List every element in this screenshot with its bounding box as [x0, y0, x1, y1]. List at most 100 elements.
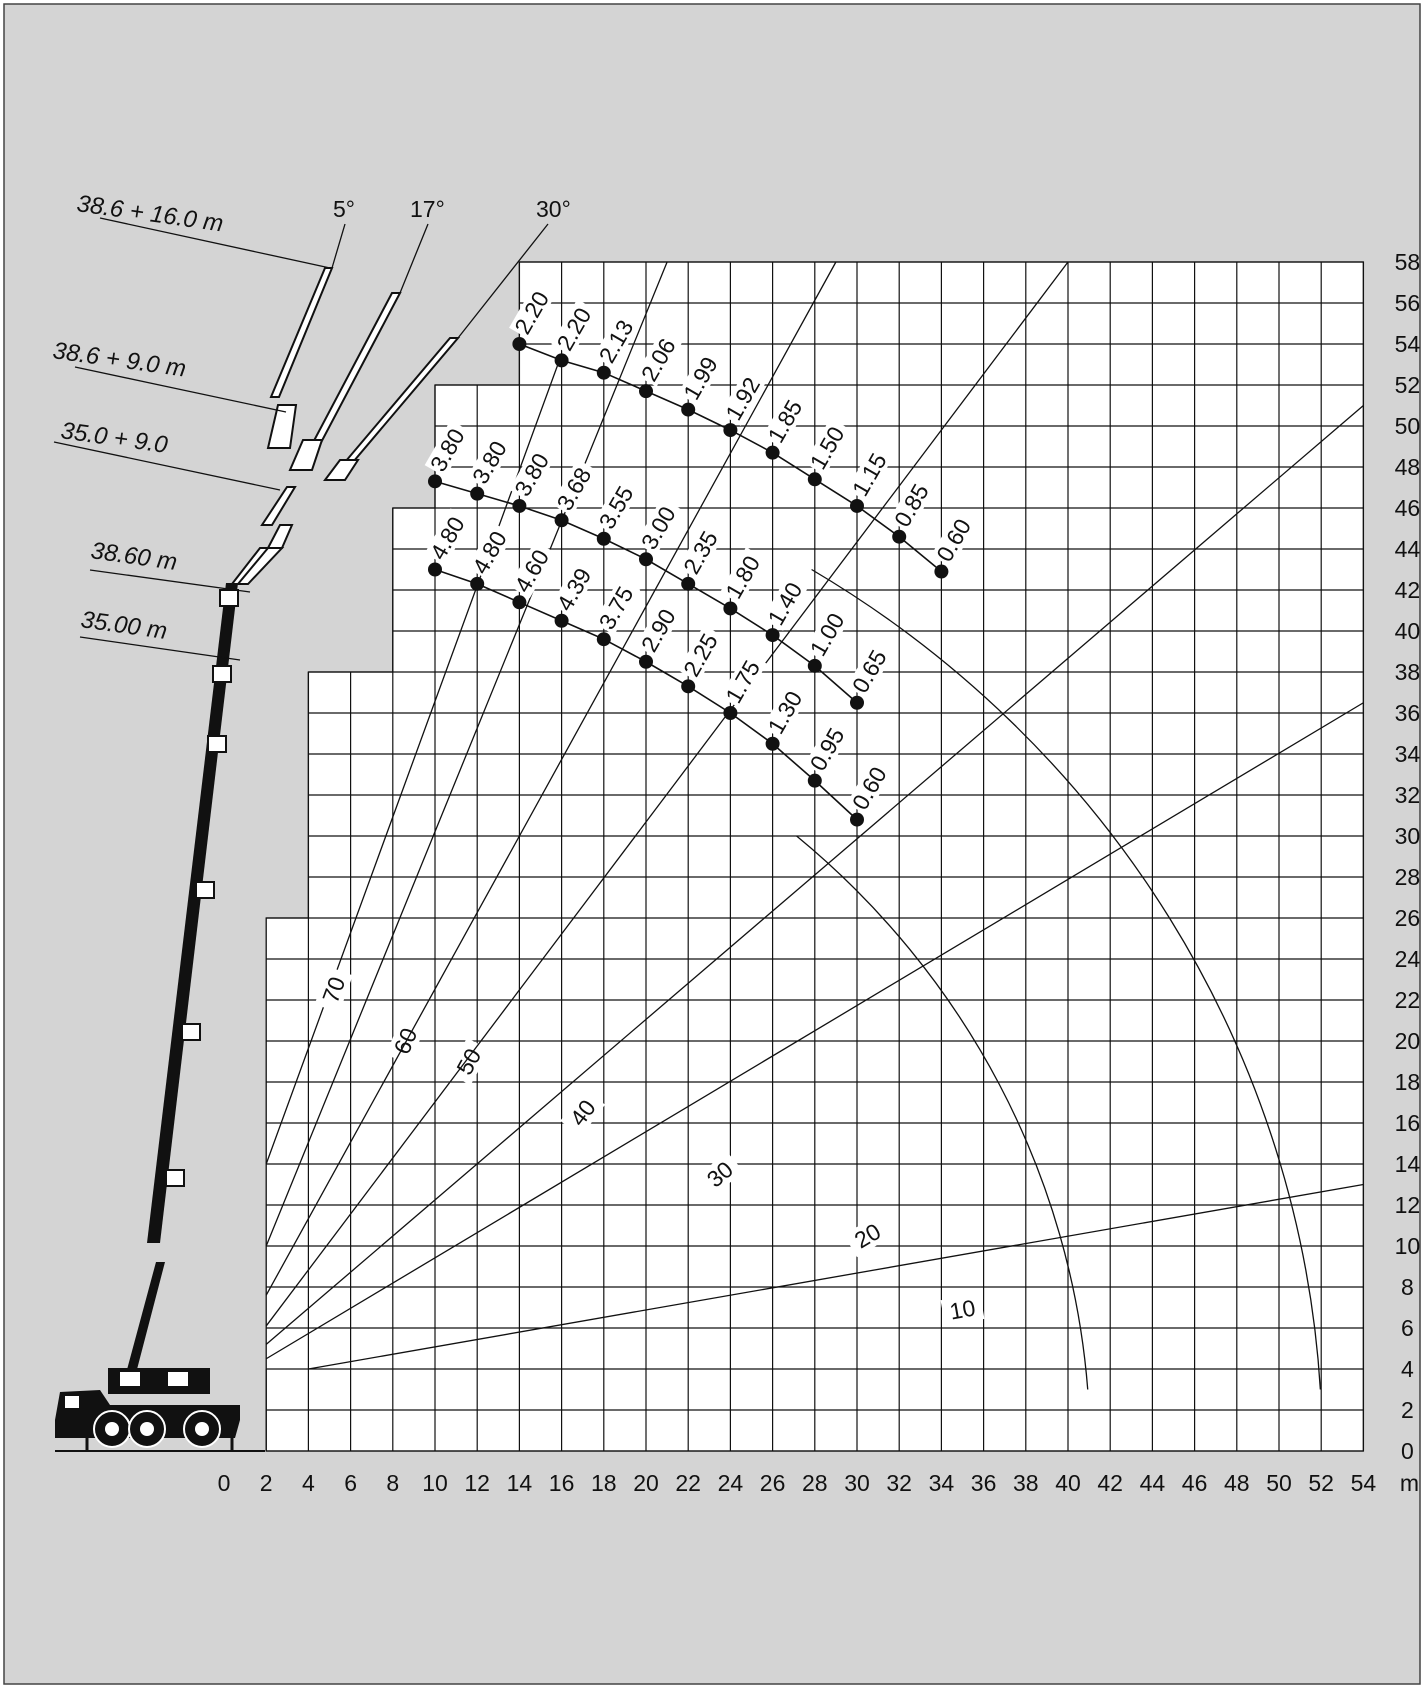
- x-tick-label: 4: [302, 1470, 315, 1496]
- y-tick-label: 14: [1395, 1151, 1421, 1177]
- jib-angle-leader-5: [331, 223, 346, 269]
- x-tick-label: 54: [1351, 1470, 1377, 1496]
- y-tick-label: 0: [1401, 1438, 1414, 1464]
- x-tick-label: 8: [386, 1470, 399, 1496]
- x-tick-label: 2: [260, 1470, 273, 1496]
- y-tick-label: 48: [1395, 454, 1421, 480]
- x-tick-label: 16: [549, 1470, 575, 1496]
- angle-label-bg: [940, 1293, 985, 1326]
- capacity-label-bg: [846, 641, 894, 699]
- capacity-point: [850, 812, 864, 827]
- config-leader-5: [79, 636, 241, 661]
- capacity-point: [512, 595, 527, 610]
- config-leader-1: [99, 217, 331, 269]
- capacity-label-bg: [720, 547, 767, 605]
- y-tick-label: 30: [1395, 823, 1421, 849]
- x-tick-label: 18: [591, 1470, 617, 1496]
- angle-line: [265, 261, 668, 1247]
- capacity-point: [428, 474, 442, 489]
- capacity-point: [765, 736, 780, 751]
- x-tick-label: 24: [718, 1470, 744, 1496]
- capacity-label-bg: [424, 420, 472, 478]
- capacity-point: [554, 513, 569, 528]
- capacity-point: [681, 576, 696, 591]
- angle-label-bg: [385, 1017, 426, 1065]
- capacity-label-bg: [509, 540, 556, 599]
- capacity-label-bg: [635, 329, 683, 387]
- x-tick-label: 10: [422, 1470, 448, 1496]
- capacity-label-bg: [509, 282, 556, 340]
- capacity-label-bg: [677, 625, 725, 683]
- capacity-label-bg: [551, 299, 599, 357]
- y-tick-label: 32: [1395, 782, 1421, 808]
- x-tick-label: 32: [886, 1470, 912, 1496]
- y-tick-label: 36: [1395, 700, 1421, 726]
- capacity-point: [934, 564, 949, 579]
- config-leader-3: [53, 441, 281, 491]
- y-tick-label: 50: [1395, 413, 1421, 439]
- capacity-point: [892, 529, 907, 544]
- capacity-point: [639, 384, 653, 399]
- capacity-label-bg: [466, 432, 514, 490]
- capacity-label-bg: [551, 559, 599, 617]
- capacity-label-bg: [804, 417, 852, 476]
- y-tick-label: 42: [1395, 577, 1421, 603]
- capacity-label-bg: [762, 682, 810, 740]
- crane-illustration: [55, 267, 461, 1452]
- angle-label-bg: [560, 1088, 606, 1137]
- x-tick-label: 38: [1013, 1470, 1039, 1496]
- capacity-point: [512, 498, 527, 513]
- x-tick-label: 28: [802, 1470, 828, 1496]
- capacity-point: [850, 695, 864, 710]
- capacity-point: [639, 654, 653, 669]
- capacity-point: [723, 706, 738, 720]
- x-tick-label: 14: [507, 1470, 533, 1496]
- capacity-point: [765, 445, 780, 460]
- angle-line: [265, 702, 1364, 1360]
- capacity-label-bg: [762, 573, 810, 631]
- capacity-point: [596, 365, 611, 380]
- y-tick-label: 34: [1395, 741, 1421, 767]
- angle-label-bg: [843, 1214, 892, 1258]
- capacity-point: [639, 552, 653, 567]
- y-tick-label: 28: [1395, 864, 1421, 890]
- x-unit-label: m: [1400, 1470, 1419, 1496]
- y-tick-label: 18: [1395, 1069, 1421, 1095]
- x-tick-label: 44: [1140, 1470, 1166, 1496]
- config-leader-2: [74, 366, 287, 413]
- capacity-label-bg: [424, 508, 472, 566]
- y-tick-label: 8: [1401, 1274, 1414, 1300]
- x-tick-label: 46: [1182, 1470, 1208, 1496]
- angle-line: [265, 405, 1364, 1345]
- capacity-label-bg: [593, 477, 641, 535]
- capacity-point: [596, 632, 611, 647]
- config-leader-4: [89, 569, 251, 593]
- capacity-point: [554, 353, 569, 368]
- y-tick-label: 10: [1395, 1233, 1421, 1259]
- capacity-point: [470, 576, 485, 591]
- capacity-label-bg: [677, 348, 725, 406]
- capacity-point: [428, 562, 442, 577]
- angle-label-bg: [447, 1037, 490, 1086]
- x-tick-label: 12: [464, 1470, 490, 1496]
- y-tick-label: 46: [1395, 495, 1421, 521]
- capacity-label-bg: [635, 497, 683, 555]
- capacity-point: [850, 498, 864, 513]
- y-tick-label: 20: [1395, 1028, 1421, 1054]
- y-tick-label: 12: [1395, 1192, 1421, 1218]
- capacity-label-bg: [635, 600, 683, 658]
- jib-angle-label-5: 5°: [333, 196, 355, 222]
- jib-5deg: [266, 267, 334, 449]
- angle-line: [308, 1183, 1364, 1370]
- capacity-point: [554, 613, 569, 628]
- capacity-point: [723, 423, 738, 438]
- capacity-label-bg: [846, 444, 894, 502]
- x-tick-label: 36: [971, 1470, 997, 1496]
- jib-angle-label-30: 30°: [536, 196, 571, 222]
- capacity-label-bg: [593, 311, 641, 369]
- x-tick-label: 40: [1055, 1470, 1081, 1496]
- jib-angle-leader-30: [457, 223, 549, 339]
